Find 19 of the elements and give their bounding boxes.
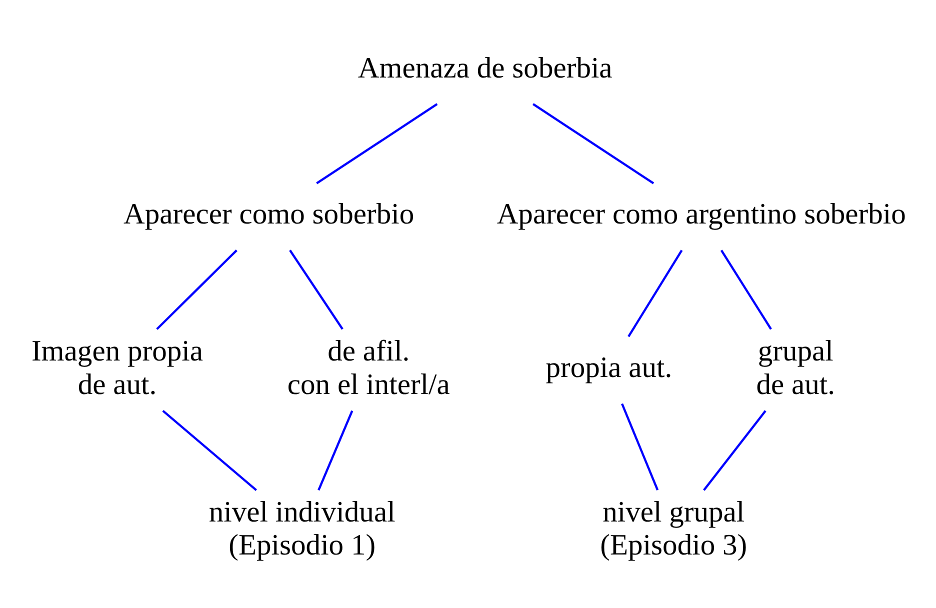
connector xyxy=(532,102,654,184)
node-text: propia aut. xyxy=(546,352,672,384)
node-text: nivel individual (Episodio 1) xyxy=(208,496,396,562)
connector xyxy=(621,402,659,490)
connector xyxy=(720,249,772,330)
connector xyxy=(162,409,258,490)
node-text: de afil. con el interl/a xyxy=(287,335,450,400)
node-text: Aparecer como argentino soberbio xyxy=(496,198,906,230)
node-text: Aparecer como soberbio xyxy=(124,198,414,230)
connector xyxy=(318,410,354,490)
connector xyxy=(289,249,344,330)
node-text: Imagen propia de aut. xyxy=(31,335,204,400)
node-text: nivel grupal (Episodio 3) xyxy=(600,496,748,562)
node-text: grupal de aut. xyxy=(756,335,836,400)
connector xyxy=(316,102,438,184)
node-text: Amenaza de soberbia xyxy=(358,52,612,84)
connector xyxy=(628,249,683,337)
connector xyxy=(703,410,766,490)
connector xyxy=(156,249,238,330)
